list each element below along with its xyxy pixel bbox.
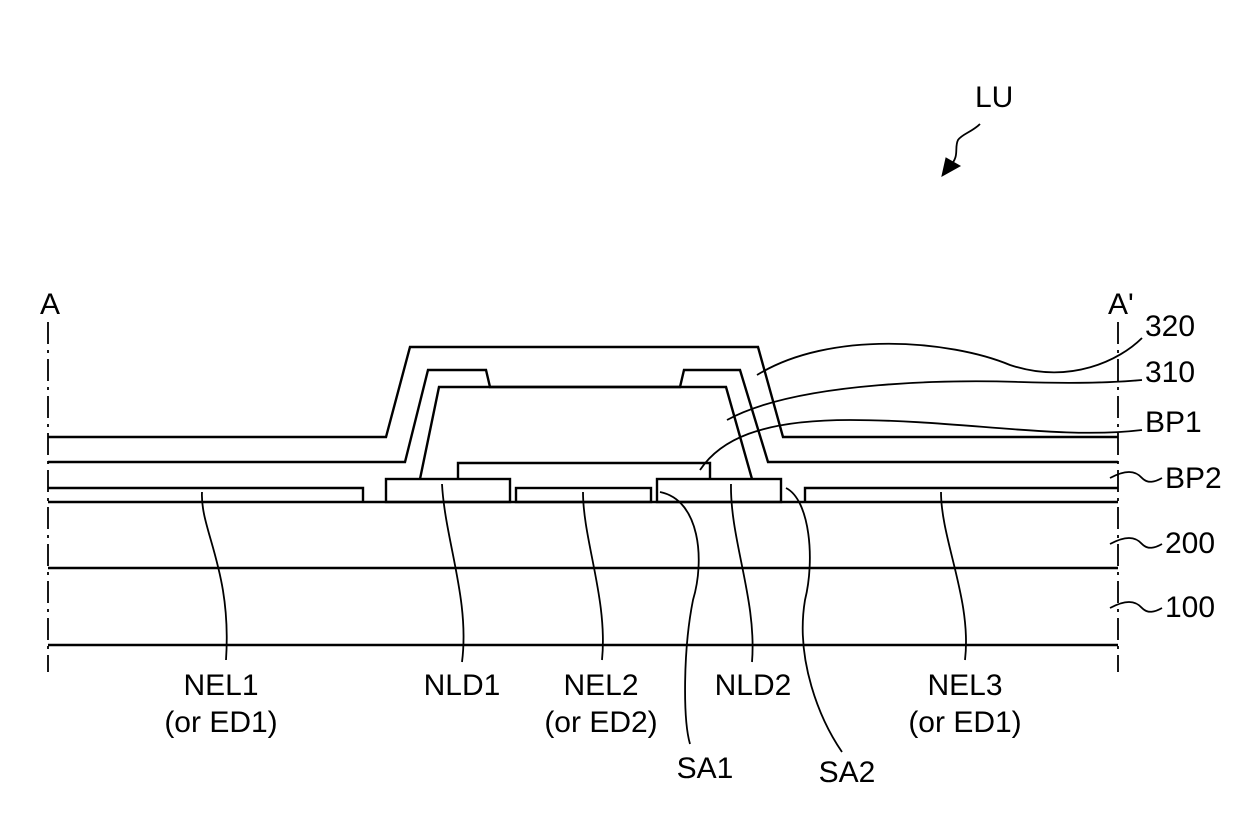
section-label-a-prime: A' bbox=[1108, 288, 1134, 321]
leader-sa2 bbox=[786, 488, 842, 752]
label-nel1-alt: (or ED1) bbox=[164, 706, 277, 739]
leader-nld1 bbox=[442, 484, 464, 662]
layer-label-320: 320 bbox=[1145, 310, 1195, 343]
label-nld2: NLD2 bbox=[715, 669, 792, 702]
leader-sa1 bbox=[660, 492, 699, 744]
diode-nld1 bbox=[386, 479, 510, 502]
layer-label-bp2: BP2 bbox=[1165, 462, 1222, 495]
layer-320-cover bbox=[48, 347, 1118, 437]
label-sa2: SA2 bbox=[819, 756, 876, 789]
layer-310-bank bbox=[420, 387, 752, 479]
label-nel2-alt: (or ED2) bbox=[544, 706, 657, 739]
electrode-nel3 bbox=[805, 488, 1118, 502]
label-nel2: NEL2 bbox=[563, 669, 638, 702]
label-nel3: NEL3 bbox=[927, 669, 1002, 702]
layer-label-200: 200 bbox=[1165, 527, 1215, 560]
electrode-nel1 bbox=[48, 488, 363, 502]
leader-nel2 bbox=[583, 492, 603, 660]
bank-bp2 bbox=[48, 370, 1118, 462]
label-nel3-alt: (or ED1) bbox=[908, 706, 1021, 739]
layer-label-bp1: BP1 bbox=[1145, 406, 1202, 439]
assembly-label-lu: LU bbox=[975, 81, 1013, 114]
layer-label-100: 100 bbox=[1165, 591, 1215, 624]
bank-bp1 bbox=[458, 463, 710, 479]
layer-label-310: 310 bbox=[1145, 356, 1195, 389]
leader-nld2 bbox=[731, 484, 753, 662]
lu-arrow-shaft bbox=[950, 124, 980, 166]
label-nel1: NEL1 bbox=[183, 669, 258, 702]
leader-320 bbox=[757, 338, 1142, 375]
leader-nel1 bbox=[202, 492, 227, 660]
leader-310 bbox=[727, 380, 1142, 420]
label-sa1: SA1 bbox=[677, 752, 734, 785]
label-nld1: NLD1 bbox=[424, 669, 501, 702]
leader-nel3 bbox=[941, 492, 966, 660]
section-label-a: A bbox=[40, 288, 60, 321]
lu-arrow-head bbox=[942, 158, 960, 176]
